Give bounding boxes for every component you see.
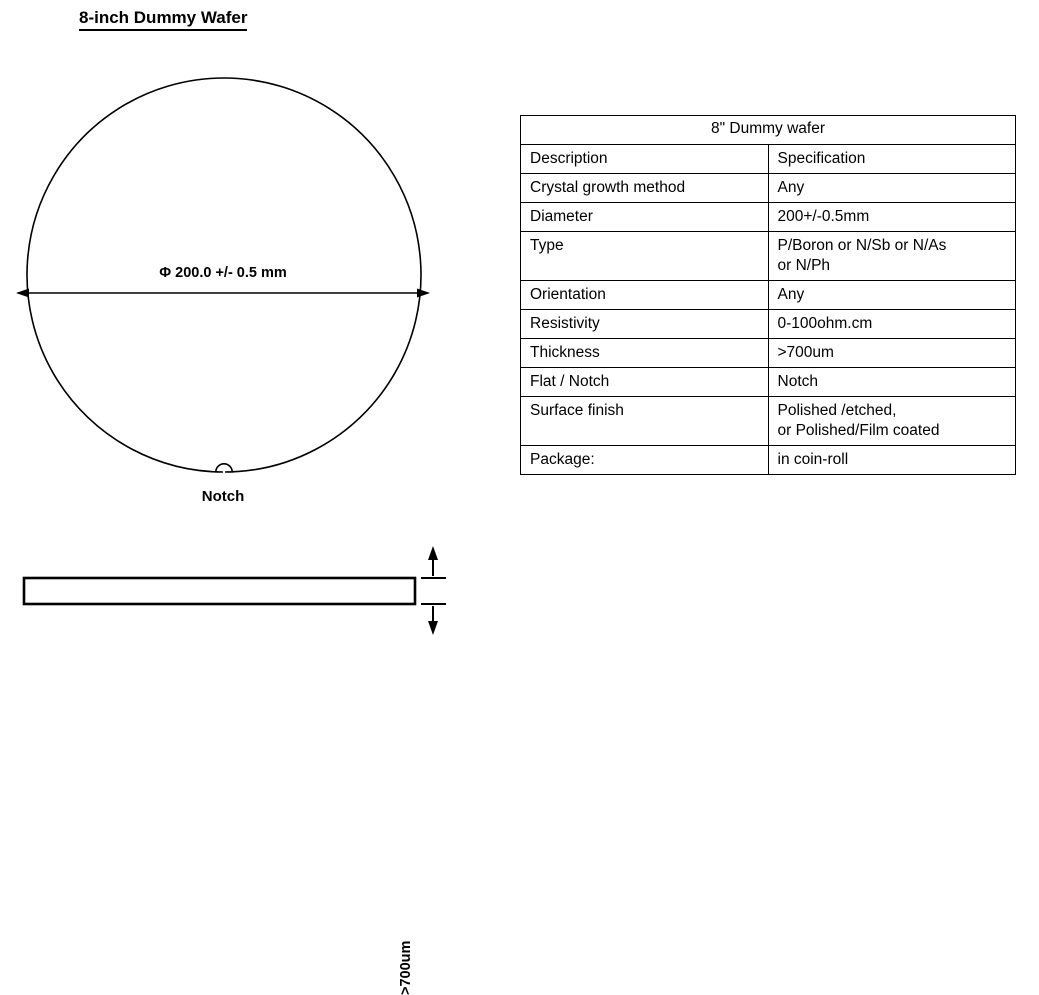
table-row: Crystal growth method Any <box>520 173 1016 203</box>
row-label-crystal-growth-method: Crystal growth method <box>520 173 769 203</box>
table-row: Package: in coin-roll <box>520 445 1016 475</box>
table-row: Description Specification <box>520 144 1016 174</box>
wafer-circle-drawing <box>16 77 430 473</box>
row-label-package: Package: <box>520 445 769 475</box>
spec-table: 8" Dummy wafer Description Specification… <box>520 115 1016 475</box>
row-value-type-line1: P/Boron or N/Sb or N/As <box>777 237 947 254</box>
row-value-description: Specification <box>767 144 1016 174</box>
row-label-thickness: Thickness <box>520 338 769 368</box>
row-value-package: in coin-roll <box>767 445 1016 475</box>
row-value-type-line2: or N/Ph <box>777 257 831 274</box>
row-label-orientation: Orientation <box>520 280 769 310</box>
notch-label: Notch <box>201 488 245 505</box>
row-value-orientation: Any <box>767 280 1016 310</box>
row-value-crystal-growth-method: Any <box>767 173 1016 203</box>
row-value-surface-finish: Polished /etched, or Polished/Film coate… <box>767 396 1016 446</box>
table-row: Thickness >700um <box>520 338 1016 368</box>
table-row: Orientation Any <box>520 280 1016 310</box>
table-header-row: 8" Dummy wafer <box>520 115 1016 145</box>
row-label-description: Description <box>520 144 769 174</box>
page-title: 8-inch Dummy Wafer <box>79 8 248 31</box>
wafer-thickness-drawing <box>22 546 446 635</box>
row-label-surface-finish: Surface finish <box>520 396 769 446</box>
thickness-dimension <box>421 546 446 635</box>
diameter-dimension-label: Φ 200.0 +/- 0.5 mm <box>159 265 287 281</box>
row-value-surface-finish-line2: or Polished/Film coated <box>777 422 940 439</box>
wafer-side-view-figure: >700um <box>0 480 470 995</box>
row-label-type: Type <box>520 231 769 281</box>
diameter-dimension-line <box>16 288 430 298</box>
row-value-resistivity: 0-100ohm.cm <box>767 309 1016 339</box>
row-value-flat-notch: Notch <box>767 367 1016 397</box>
row-value-surface-finish-line1: Polished /etched, <box>777 402 897 419</box>
thickness-dimension-label: >700um <box>398 940 414 995</box>
spec-table-container: 8" Dummy wafer Description Specification… <box>520 115 1016 475</box>
row-value-diameter: 200+/-0.5mm <box>767 202 1016 232</box>
table-row: Flat / Notch Notch <box>520 367 1016 397</box>
row-label-diameter: Diameter <box>520 202 769 232</box>
table-row: Type P/Boron or N/Sb or N/As or N/Ph <box>520 231 1016 281</box>
wafer-top-view-figure: Φ 200.0 +/- 0.5 mm Notch <box>0 60 470 520</box>
row-value-thickness: >700um <box>767 338 1016 368</box>
table-row: Surface finish Polished /etched, or Poli… <box>520 396 1016 446</box>
wafer-slab-rect <box>22 576 417 606</box>
row-label-flat-notch: Flat / Notch <box>520 367 769 397</box>
spec-table-title-cell: 8" Dummy wafer <box>520 115 1016 145</box>
table-row: Resistivity 0-100ohm.cm <box>520 309 1016 339</box>
table-row: Diameter 200+/-0.5mm <box>520 202 1016 232</box>
row-value-type: P/Boron or N/Sb or N/As or N/Ph <box>767 231 1016 281</box>
wafer-outline-path <box>26 77 422 473</box>
row-label-resistivity: Resistivity <box>520 309 769 339</box>
